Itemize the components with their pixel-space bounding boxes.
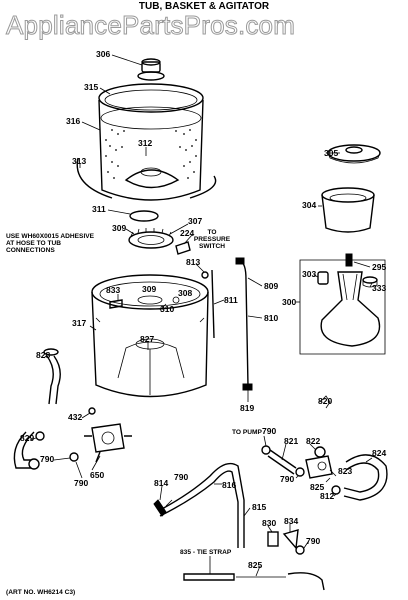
part-823-valve — [305, 446, 333, 479]
part-650-pump — [84, 423, 132, 463]
label-813: 813 — [186, 257, 200, 267]
hoses-illustration — [13, 257, 388, 591]
label-309-lower: 309 — [142, 284, 156, 294]
label-809: 809 — [264, 281, 278, 291]
part-307-spin-ring — [128, 228, 174, 249]
label-820: 820 — [318, 396, 332, 406]
label-828: 828 — [36, 350, 50, 360]
label-790-d: 790 — [280, 474, 294, 484]
part-300-agitator — [320, 271, 381, 347]
label-312: 312 — [138, 138, 152, 148]
label-824: 824 — [372, 448, 386, 458]
pressure-note-line-1: TO — [207, 229, 216, 236]
label-316: 316 — [66, 116, 80, 126]
adhesive-note-line-3: CONNECTIONS — [6, 247, 55, 254]
label-295: 295 — [372, 262, 386, 272]
part-315-balance-ring — [98, 83, 204, 113]
notes: USE WH60X0015 ADHESIVE AT HOSE TO TUB CO… — [6, 229, 263, 596]
pressure-note-line-3: SWITCH — [199, 243, 225, 250]
label-304: 304 — [302, 200, 316, 210]
label-830: 830 — [262, 518, 276, 528]
label-317: 317 — [72, 318, 86, 328]
label-224: 224 — [180, 228, 194, 238]
part-316-basket — [98, 99, 204, 201]
label-308: 308 — [178, 288, 192, 298]
tie-strap-note: 835 - TIE STRAP — [180, 549, 232, 556]
label-812: 812 — [320, 491, 334, 501]
label-650: 650 — [90, 470, 104, 480]
label-313: 313 — [72, 156, 86, 166]
label-790-b: 790 — [74, 478, 88, 488]
label-822: 822 — [306, 436, 320, 446]
pressure-note-line-2: PRESSURE — [194, 236, 231, 243]
part-311-gasket — [129, 210, 159, 222]
adhesive-note-line-1: USE WH60X0015 ADHESIVE — [6, 233, 95, 240]
label-790-a: 790 — [40, 454, 54, 464]
label-827: 827 — [140, 334, 154, 344]
adhesive-note-line-2: AT HOSE TO TUB — [6, 240, 61, 247]
to-pump-note: TO PUMP — [232, 429, 263, 436]
diagram-title: TUB, BASKET & AGITATOR — [139, 1, 270, 12]
art-number: (ART NO. WH6214 C3) — [6, 589, 75, 596]
tub-illustration — [91, 271, 209, 398]
label-810: 810 — [264, 313, 278, 323]
label-829: 829 — [20, 433, 34, 443]
label-300: 300 — [282, 297, 296, 307]
leader-lines — [29, 54, 373, 577]
basket-illustration — [76, 58, 217, 255]
part-304-fabric-softener-dispenser — [321, 187, 375, 233]
label-315: 315 — [84, 82, 98, 92]
part-306-cap — [137, 58, 165, 81]
label-306: 306 — [96, 49, 110, 59]
label-825-b: 825 — [248, 560, 262, 570]
label-815: 815 — [252, 502, 266, 512]
label-333: 333 — [372, 283, 386, 293]
watermark: AppliancePartsPros.com — [6, 10, 295, 40]
label-790-e: 790 — [174, 472, 188, 482]
part-313-clamp — [76, 157, 113, 199]
label-790-f: 790 — [306, 536, 320, 546]
part-labels: 306 315 316 312 313 311 309 307 224 813 … — [20, 49, 386, 570]
label-833: 833 — [106, 285, 120, 295]
label-307: 307 — [188, 216, 202, 226]
label-819: 819 — [240, 403, 254, 413]
label-834: 834 — [284, 516, 298, 526]
label-303: 303 — [302, 269, 316, 279]
agitator-illustration — [299, 144, 386, 355]
label-790-c: 790 — [262, 426, 276, 436]
label-823: 823 — [338, 466, 352, 476]
label-814: 814 — [154, 478, 168, 488]
label-309-upper: 309 — [112, 223, 126, 233]
part-224 — [175, 241, 191, 255]
label-811: 811 — [224, 295, 238, 305]
label-825-a: 825 — [310, 482, 324, 492]
label-821: 821 — [284, 436, 298, 446]
label-816: 816 — [222, 480, 236, 490]
label-432: 432 — [68, 412, 82, 422]
label-311: 311 — [92, 204, 106, 214]
label-310: 310 — [160, 304, 174, 314]
label-305: 305 — [324, 148, 338, 158]
